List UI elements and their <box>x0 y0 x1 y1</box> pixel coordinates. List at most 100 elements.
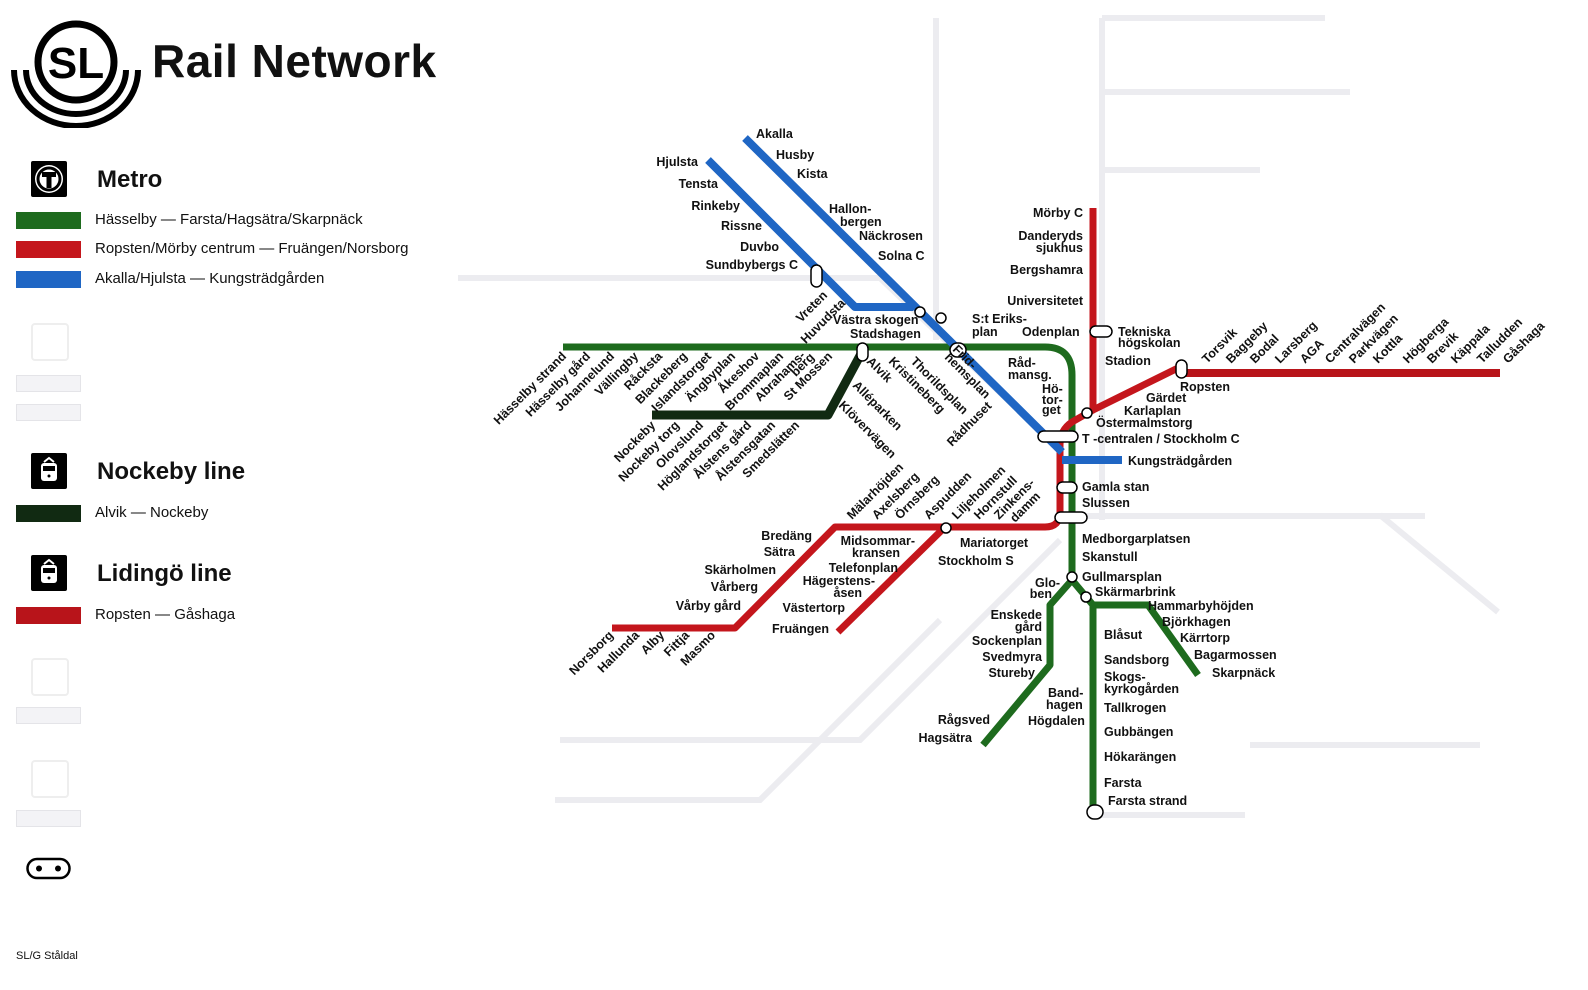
legend-lidingo-label: Ropsten — Gåshaga <box>95 606 236 623</box>
station-label: Rissne <box>721 219 762 233</box>
roslagsbanan-icon-faded <box>31 658 69 696</box>
station-label: Svedmyra <box>982 650 1043 664</box>
station-label: Duvbo <box>740 240 779 254</box>
station-label: Farsta <box>1104 776 1143 790</box>
station-label: Rinkeby <box>691 199 740 213</box>
blue-line-akalla <box>742 135 1065 455</box>
station-label: Fruängen <box>772 622 829 636</box>
svg-text:SL: SL <box>48 39 104 88</box>
station-label: Glo- <box>1035 576 1060 590</box>
tram-icon <box>31 555 67 591</box>
station-label: S:t Eriks- <box>972 312 1027 326</box>
station-label: Midsommar- <box>841 534 915 548</box>
station-label: Gubbängen <box>1104 725 1173 739</box>
station-label: Akalla <box>756 127 794 141</box>
legend-lidingo-swatch <box>16 607 81 624</box>
station-label: Hökarängen <box>1104 750 1176 764</box>
station-label: ben <box>1030 587 1052 601</box>
station-label: Danderyds <box>1018 229 1083 243</box>
station-label: Tekniska <box>1118 325 1172 339</box>
station-label: Solna C <box>878 249 925 263</box>
station-label: Slussen <box>1082 496 1130 510</box>
commuter-train-icon-faded <box>31 323 69 361</box>
station-label: Sockenplan <box>972 634 1042 648</box>
blue-line-hjulsta <box>705 157 913 311</box>
station-label: Näckrosen <box>859 229 923 243</box>
metro-t-icon <box>31 161 67 197</box>
station-label: Medborgarplatsen <box>1082 532 1190 546</box>
station-label: Bergshamra <box>1010 263 1084 277</box>
station-label: Universitetet <box>1007 294 1084 308</box>
station-label: Odenplan <box>1022 325 1080 339</box>
station-label: Rågsved <box>938 713 990 727</box>
interchanges <box>810 264 1188 820</box>
station-label: Björkhagen <box>1162 615 1231 629</box>
station-label: tor- <box>1042 393 1063 407</box>
station-label: Stadshagen <box>850 327 921 341</box>
red-line-morby <box>1089 208 1184 414</box>
station-label: Gamla stan <box>1082 480 1149 494</box>
station-label: Blåsut <box>1104 628 1143 642</box>
green-line-skarpnack <box>1093 601 1201 678</box>
station-label: Stureby <box>988 666 1035 680</box>
station-label: Gärdet <box>1146 391 1187 405</box>
station-label: Tensta <box>679 177 719 191</box>
station-label: Stockholm S <box>938 554 1014 568</box>
station-label: Kärrtorp <box>1180 631 1230 645</box>
station-label: Alby <box>638 628 667 657</box>
station-label: Hagsätra <box>919 731 974 745</box>
saltsjobanan-swatch-faded <box>16 810 81 827</box>
station-label: Band- <box>1048 686 1083 700</box>
station-label: Skärholmen <box>704 563 776 577</box>
roslagsbanan-swatch-faded <box>16 707 81 724</box>
commuter-lines-faded <box>458 15 1500 818</box>
station-label: Gullmarsplan <box>1082 570 1162 584</box>
station-label: Mariatorget <box>960 536 1029 550</box>
red-line-fruangen <box>835 524 948 635</box>
station-label: Hammarbyhöjden <box>1148 599 1254 613</box>
station-label: Västertorp <box>782 601 845 615</box>
sl-logo: SL <box>11 20 141 128</box>
station-label: Sätra <box>764 545 796 559</box>
station-label: Hallon- <box>829 202 871 216</box>
green-line <box>563 343 1076 748</box>
legend-nockeby-swatch <box>16 505 81 522</box>
station-label: sjukhus <box>1036 241 1083 255</box>
legend-nockeby-label: Alvik — Nockeby <box>95 504 209 521</box>
legend-blue-swatch <box>16 271 81 288</box>
station-label: Skärmarbrink <box>1095 585 1176 599</box>
station-label: Stadion <box>1105 354 1151 368</box>
station-label: Skanstull <box>1082 550 1138 564</box>
station-label: kyrkogården <box>1104 682 1179 696</box>
commuter-swatch-faded <box>16 404 81 421</box>
station-label: Enskede <box>991 608 1042 622</box>
station-label: Högdalen <box>1028 714 1085 728</box>
station-label: Skarpnäck <box>1212 666 1275 680</box>
station-label: Kungsträdgården <box>1128 454 1232 468</box>
commuter-swatch-faded <box>16 375 81 392</box>
legend-metro-title: Metro <box>97 166 163 193</box>
saltsjobanan-icon-faded <box>31 760 69 798</box>
legend-red-swatch <box>16 241 81 258</box>
station-label: Hjulsta <box>656 155 699 169</box>
station-label: Skogs- <box>1104 670 1146 684</box>
station-label: T -centralen / Stockholm C <box>1082 432 1240 446</box>
station-label: mansg. <box>1008 368 1052 382</box>
station-label: Telefonplan <box>829 561 898 575</box>
station-label: Husby <box>776 148 814 162</box>
station-label: Tallkrogen <box>1104 701 1166 715</box>
station-label: Råd- <box>1008 356 1036 370</box>
station-label: åsen <box>834 586 863 600</box>
legend-nockeby-title: Nockeby line <box>97 458 246 485</box>
legend-lidingo-title: Lidingö line <box>97 560 232 587</box>
credit: SL/G Ståldal <box>16 950 78 962</box>
station-label: Hö- <box>1042 382 1063 396</box>
station-label: Östermalmstorg <box>1096 415 1193 430</box>
tram-icon <box>31 453 67 489</box>
station-label: hagen <box>1046 698 1083 712</box>
station-label: Sandsborg <box>1104 653 1169 667</box>
station-label: Sundbybergs C <box>706 258 798 272</box>
station-label: gård <box>1015 620 1042 634</box>
station-label: Bredäng <box>761 529 812 543</box>
